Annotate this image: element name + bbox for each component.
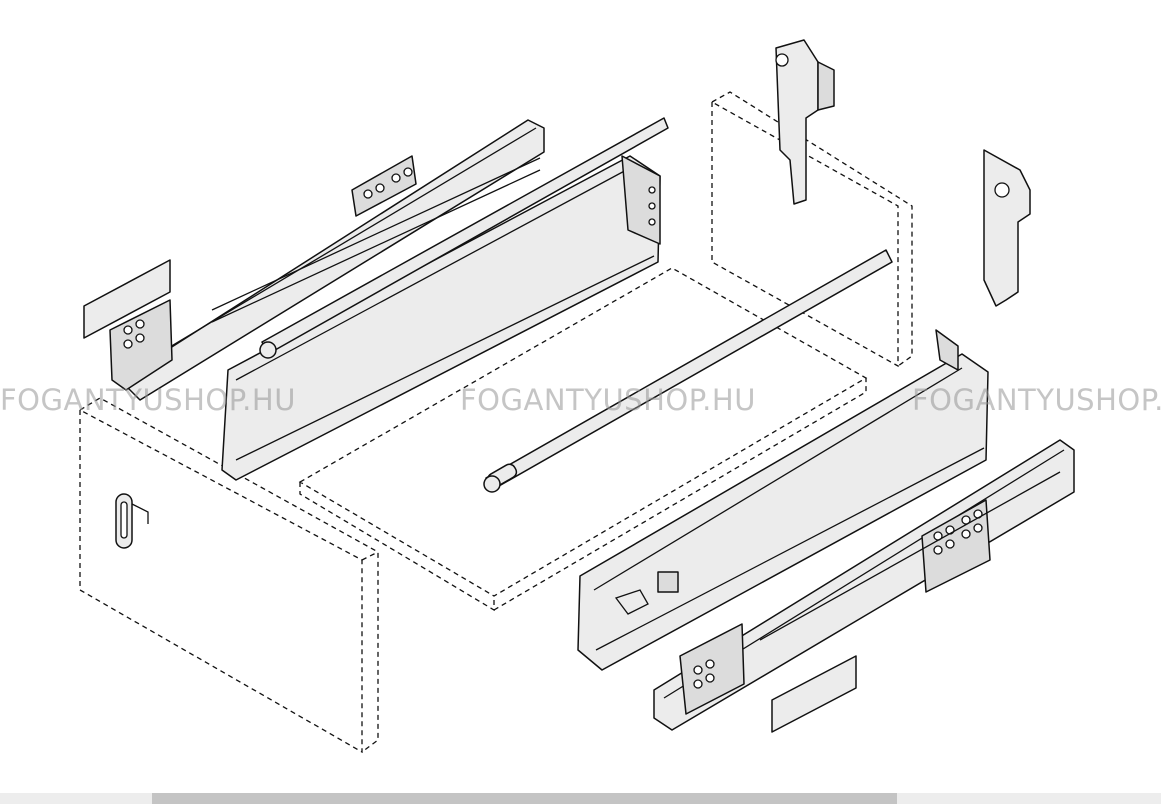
- middle-longitudinal-rail: [483, 249, 893, 493]
- front-panel-outline: [79, 397, 379, 754]
- left-front-label-plate: [83, 259, 171, 339]
- rear-bracket-right: [983, 149, 1031, 307]
- horizontal-scrollbar[interactable]: [0, 793, 1161, 804]
- right-runner: [653, 439, 1075, 731]
- back-panel-outline: [711, 91, 913, 368]
- drawer-bottom-outline: [298, 267, 868, 612]
- front-fixing-bracket: [115, 493, 149, 549]
- right-front-label-plate: [771, 655, 857, 733]
- left-longitudinal-rail: [259, 117, 669, 359]
- right-drawer-side: [577, 329, 989, 671]
- scrollbar-thumb[interactable]: [152, 793, 897, 804]
- left-runner: [109, 119, 545, 401]
- left-drawer-side: [221, 155, 661, 481]
- rear-bracket-left: [775, 39, 835, 205]
